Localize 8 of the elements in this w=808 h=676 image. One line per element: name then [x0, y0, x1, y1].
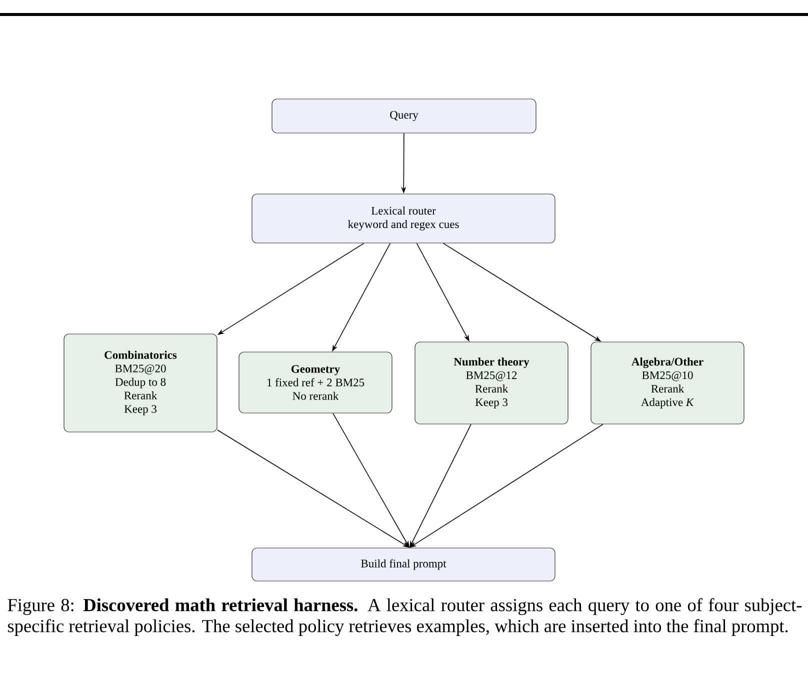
router-box: Lexical router keyword and regex cues — [252, 194, 556, 244]
policy-box: Algebra/Other BM25@10 Rerank Adaptive K — [590, 342, 744, 424]
policy-box: Combinatorics BM25@20 Dedup to 8 Rerank Keep 3 — [64, 334, 218, 432]
policy-box: Number theory BM25@12 Rerank Keep 3 — [414, 342, 568, 424]
policy-box: Geometry 1 fixed ref + 2 BM25 No rerank — [238, 352, 392, 414]
process-box: Query — [272, 98, 536, 134]
caption: Figure 8: Discovered math retrieval harness. A lexical router assigns each query to one of four subject-specific retrieval policies. The selected policy retrieves examples, which are inserted into the final prompt. — [8, 598, 802, 636]
process-box: Build final prompt — [252, 548, 556, 582]
